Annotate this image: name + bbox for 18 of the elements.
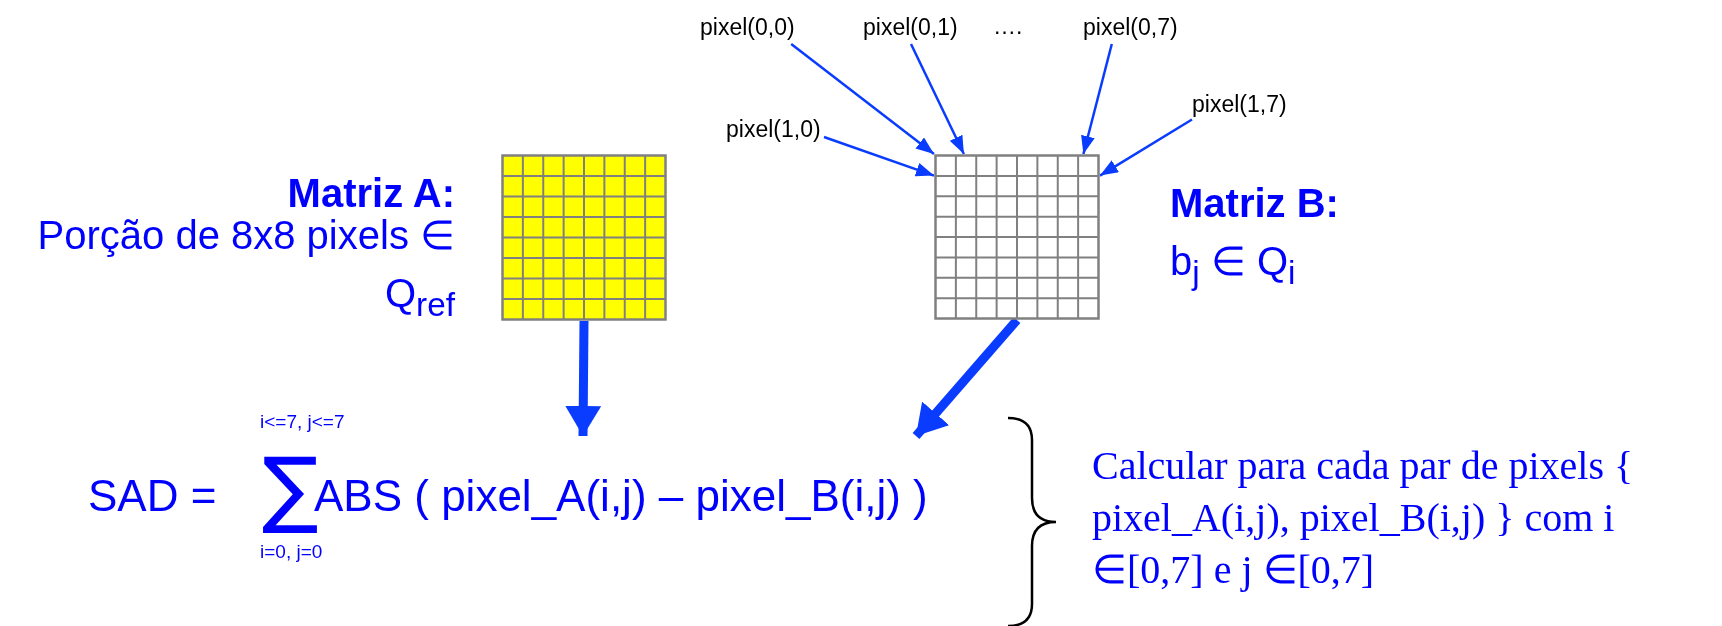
pixel-label: pixel(1,7) — [1192, 91, 1288, 118]
arrow — [1099, 118, 1193, 177]
note-text: Calcular para cada par de pixels { pixel_A(i,j), pixel_B(i,j) } com i ∈[0,7] e j ∈[0,7] — [1092, 442, 1635, 594]
pixel-label: pixel(0,1) — [863, 14, 959, 41]
sum-limit: i=0, j=0 — [260, 542, 323, 561]
arrow — [1081, 43, 1113, 155]
pixel-label: pixel(0,0) — [700, 14, 796, 41]
arrow — [909, 43, 965, 155]
matrix-title: Matriz B: — [1170, 180, 1340, 227]
ellipsis-label: …. — [993, 12, 1024, 41]
formula-text: SAD = — [88, 474, 217, 518]
sum-limit: i<=7, j<=7 — [260, 412, 345, 431]
pixel-label: pixel(0,7) — [1083, 14, 1179, 41]
matrix-description: b$_{j}$ ∈ Q$_{i}$ — [1170, 238, 1297, 293]
arrow — [823, 135, 935, 177]
arrow — [790, 43, 935, 155]
pixel-label: pixel(1,0) — [726, 116, 822, 143]
arrow — [565, 320, 602, 437]
